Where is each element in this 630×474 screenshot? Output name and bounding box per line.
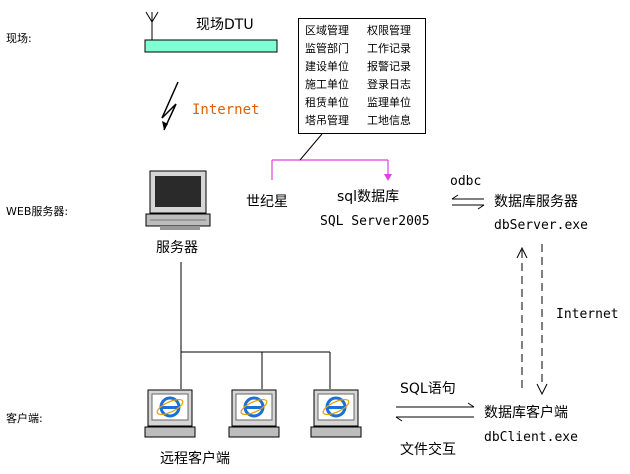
sql-statement-label: SQL语句	[400, 381, 456, 397]
db-server-exe-label: dbServer.exe	[494, 218, 588, 233]
db-server-label: 数据库服务器	[494, 194, 578, 210]
antenna-icon	[145, 11, 159, 40]
lightning-icon	[161, 81, 179, 131]
module-item: 建设单位	[305, 60, 349, 73]
zone-label-web: WEB服务器:	[6, 205, 69, 218]
server-computer-icon	[145, 170, 211, 230]
module-item: 工作记录	[367, 42, 411, 55]
dtu-label: 现场DTU	[196, 17, 254, 33]
module-item: 监理单位	[367, 96, 411, 109]
internet-dashed-arrows	[516, 244, 548, 396]
client-computer-icon	[310, 389, 362, 438]
site-internet-label: Internet	[192, 102, 260, 118]
zone-label-client: 客户端:	[6, 412, 43, 425]
sql-server-label: SQL Server2005	[320, 214, 430, 229]
dtu-bar	[144, 39, 278, 53]
file-exchange-label: 文件交互	[400, 442, 456, 458]
db-client-label: 数据库客户端	[484, 405, 568, 421]
module-item: 工地信息	[367, 114, 411, 127]
module-item: 权限管理	[367, 24, 411, 37]
db-client-exe-label: dbClient.exe	[484, 430, 578, 445]
module-item: 区域管理	[305, 24, 349, 37]
odbc-label: odbc	[450, 174, 482, 189]
sql-db-label: sql数据库	[337, 189, 400, 205]
remote-client-label: 远程客户端	[160, 451, 230, 467]
module-item: 监管部门	[305, 42, 349, 55]
module-item: 报警记录	[367, 60, 411, 73]
module-link-bracket	[271, 133, 392, 181]
client-computer-icon	[144, 389, 196, 438]
client-exchange-arrows	[395, 402, 475, 422]
odbc-arrows	[451, 194, 485, 210]
module-item: 塔吊管理	[305, 114, 349, 127]
module-item: 登录日志	[367, 78, 411, 91]
module-item: 租赁单位	[305, 96, 349, 109]
modules-box: 区域管理 权限管理 监管部门 工作记录 建设单位 报警记录 施工单位 登录日志 …	[298, 18, 426, 134]
module-item: 施工单位	[305, 78, 349, 91]
client-computer-icon	[228, 389, 280, 438]
zone-label-site: 现场:	[6, 32, 32, 45]
shijixing-label: 世纪星	[246, 194, 288, 210]
server-label: 服务器	[156, 240, 198, 256]
web-internet-label: Internet	[556, 307, 619, 322]
